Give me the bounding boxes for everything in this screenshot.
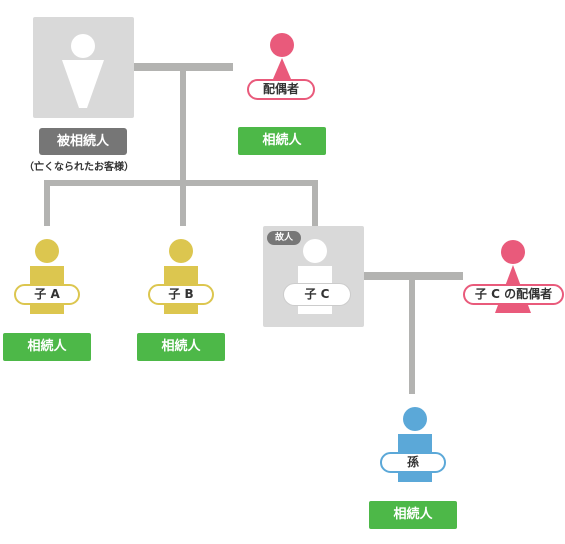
female-person-icon [270,33,294,83]
spouse-label: 配偶者 [247,79,315,100]
trunk-line-child-c [409,276,415,394]
child-b-heir-badge: 相続人 [137,333,225,361]
drop-line-child-c [312,180,318,226]
children-bus-line [44,180,318,186]
spouse-heir-badge: 相続人 [238,127,326,155]
decedent-node [33,17,134,118]
decedent-title: 被相続人 [39,128,127,155]
child-c-node: 故人 [263,226,364,327]
decedent-note: （亡くなられたお客様） [24,162,134,173]
person-white-icon [62,34,104,108]
trunk-line-decedent [180,67,186,226]
child-a-label: 子 A [14,284,80,305]
child-c-spouse-label: 子 C の配偶者 [463,284,564,305]
child-b-label: 子 B [148,284,214,305]
drop-line-child-a [44,180,50,226]
deceased-tag: 故人 [267,231,301,245]
grandchild-label: 孫 [380,452,446,473]
grandchild-heir-badge: 相続人 [369,501,457,529]
child-a-heir-badge: 相続人 [3,333,91,361]
child-c-label: 子 C [284,284,350,305]
